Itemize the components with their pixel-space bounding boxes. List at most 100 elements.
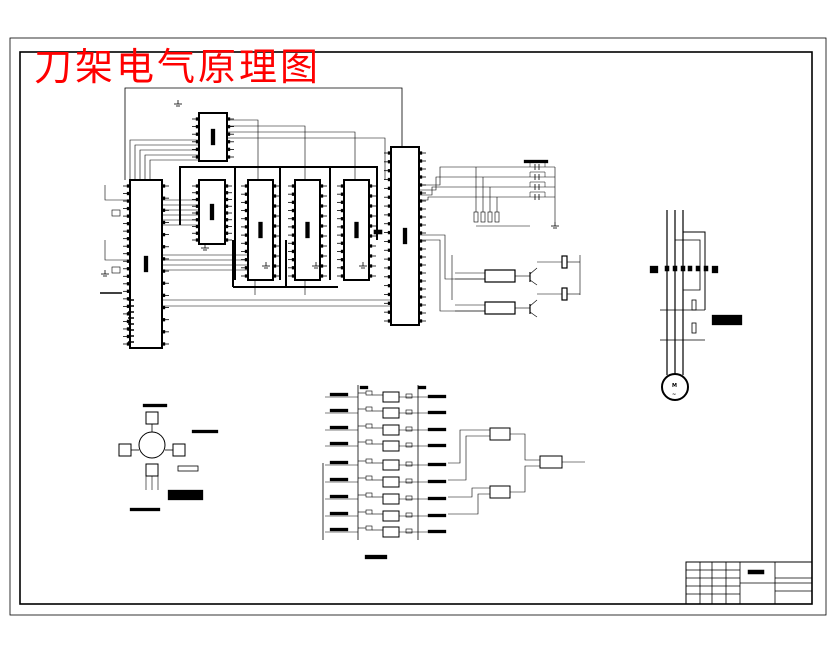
gate-input: [448, 493, 490, 515]
driver-chip-2-pin-pad: [291, 200, 296, 205]
input-optocoupler: [382, 510, 400, 522]
latch-output-wire: [227, 131, 356, 180]
driver-chip-3-pin-pad: [340, 192, 345, 196]
cpu-chip-pin-pad: [126, 221, 131, 226]
io-expander-chip-pin-pad: [418, 287, 423, 291]
driver-chip-1-pin-pad: [272, 194, 277, 198]
io-expander-chip-pin-pad: [387, 222, 392, 226]
input-resistor: [365, 406, 373, 412]
io-expander-chip-pin-pad: [387, 213, 392, 217]
driver-chip-3-pin-pad: [368, 214, 373, 218]
latch-chip-pin-pad: [195, 155, 200, 159]
input-resistor: [365, 390, 373, 396]
cpu-chip-pin-pad: [161, 318, 166, 322]
io-expander-chip-pin-pad: [387, 195, 392, 199]
io-expander-chip-pin-pad: [387, 169, 392, 173]
relay-coil: [561, 287, 568, 301]
driver-chip-1-pin-pad: [244, 241, 249, 245]
decoder-chip-pin-pad: [195, 238, 200, 242]
decoder-chip-pin-pad: [195, 184, 200, 188]
cpu-chip-pin-pad: [126, 267, 131, 271]
output-resistor: [405, 426, 413, 432]
input-optocoupler: [382, 476, 400, 488]
cpu-chip-pin-pad: [126, 214, 131, 218]
driver-chip-2-pin-pad: [291, 217, 296, 221]
driver-chip-3-pin-pad: [340, 241, 345, 245]
crystal: [111, 266, 121, 274]
driver-chip-2-pin-pad: [319, 254, 324, 258]
driver-chip-3-pin-pad: [340, 233, 345, 237]
output-resistor: [405, 495, 413, 501]
output-label: [427, 443, 447, 448]
driver-chip-1-pin-pad: [272, 214, 277, 218]
decoder-chip-pin-pad: [224, 204, 229, 208]
driver-chip-3-pin-pad: [368, 244, 373, 248]
cpu-chip-pin-pad: [126, 191, 131, 196]
io-expander-chip-pin-pad: [387, 186, 392, 191]
driver-chip-1-pin-pad: [244, 249, 249, 254]
latch-chip: [198, 112, 228, 162]
output-label: [427, 410, 447, 415]
section-caption: [364, 554, 388, 560]
switch-bypass: [529, 191, 546, 197]
contactor-contact: [672, 265, 678, 272]
title-block-name-mark: [747, 569, 765, 575]
io-expander-chip-pin-pad: [387, 151, 392, 155]
latch-chip-pin-pad: [195, 147, 200, 152]
driver-chip-2-pin-pad: [319, 184, 324, 188]
io-expander-chip-pin-pad: [387, 266, 392, 270]
output-label: [427, 462, 447, 467]
opto-drive-wire: [419, 239, 485, 312]
logic-gate-1: [489, 427, 511, 441]
io-expander-chip-pin-pad: [418, 263, 423, 267]
io-expander-chip-pin-pad: [418, 167, 423, 171]
output-label: [427, 513, 447, 518]
contactor-contact: [687, 265, 693, 272]
io-expander-chip-pin-pad: [418, 207, 423, 211]
address-wire: [149, 159, 199, 180]
top-loop-wire: [124, 87, 403, 180]
input-label: [329, 494, 349, 499]
hall-sensor: [145, 463, 159, 477]
driver-chip-3-label: [354, 221, 359, 239]
driver-chip-1-pin-pad: [272, 254, 277, 258]
io-expander-chip-pin-pad: [387, 177, 392, 182]
output-label: [427, 479, 447, 484]
input-label: [329, 460, 349, 465]
driver-chip-3-pin-pad: [368, 234, 373, 238]
io-expander-chip-pin-pad: [418, 223, 423, 227]
latch-output-wire: [227, 119, 259, 180]
outer-border: [9, 37, 827, 616]
logic-gate-2: [489, 485, 511, 499]
cpu-chip-pin-pad: [126, 184, 131, 188]
cpu-chip: [129, 179, 163, 349]
io-expander-chip-pin-pad: [387, 319, 392, 323]
decoder-chip-pin-pad: [224, 197, 229, 202]
input-optocoupler: [382, 459, 400, 471]
cpu-chip-pin-pad: [126, 252, 131, 256]
input-optocoupler: [382, 440, 400, 452]
osc-wire: [104, 240, 130, 261]
input-label: [329, 441, 349, 446]
rail-label: [417, 385, 427, 390]
latch-output-wire: [227, 125, 306, 180]
decoder-chip-pin-pad: [224, 231, 229, 235]
transistor: [529, 279, 538, 286]
cpu-chip-pin-pad: [161, 196, 166, 200]
driver-chip-3-pin-pad: [368, 254, 373, 258]
transistor: [529, 267, 538, 275]
driver-chip-1-pin-pad: [244, 274, 249, 278]
motor-icon: [661, 373, 689, 401]
io-expander-chip-pin-pad: [418, 239, 423, 243]
driver-chip-3-pin-pad: [340, 217, 345, 221]
driver-chip-1-pin-pad: [244, 217, 249, 221]
driver-chip-1-pin-pad: [272, 264, 277, 268]
driver-chip-1-pin-pad: [244, 200, 249, 205]
optocoupler-1: [484, 269, 516, 283]
input-resistor: [365, 475, 373, 481]
drawing-title: 刀架电气原理图: [34, 45, 322, 89]
cpu-chip-pin-pad: [126, 206, 131, 211]
switch-label: [523, 159, 549, 164]
